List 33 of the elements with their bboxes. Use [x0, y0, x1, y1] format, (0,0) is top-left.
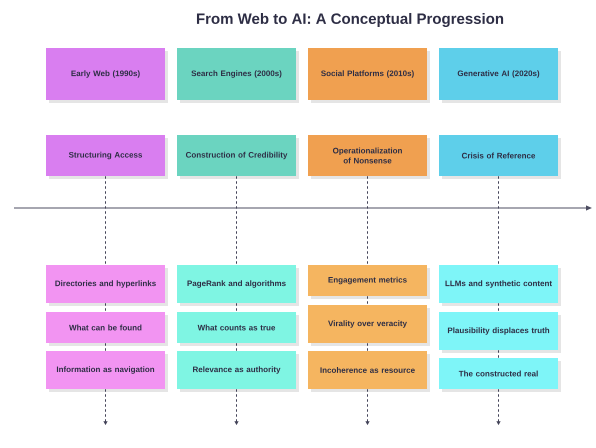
- item-box: LLMs and synthetic content: [439, 265, 561, 306]
- connector: [236, 302, 237, 312]
- item-box: Relevance as authority: [177, 351, 299, 392]
- connector: [236, 176, 237, 266]
- item-box: Incoherence as resource: [308, 351, 430, 392]
- title: From Web to AI: A Conceptual Progression: [196, 12, 504, 28]
- item-box: PageRank and algorithms: [177, 265, 299, 306]
- era-box: Social Platforms (2010s): [308, 48, 430, 103]
- era-box: Search Engines (2000s): [177, 48, 299, 103]
- theme-box: Construction of Credibility: [177, 135, 299, 179]
- connector: [236, 342, 237, 352]
- connector: [105, 342, 106, 352]
- item-box: Engagement metrics: [308, 265, 430, 299]
- connector: [105, 302, 106, 312]
- connector: [498, 176, 499, 266]
- era-box: Generative AI (2020s): [439, 48, 561, 103]
- connector: [367, 296, 368, 306]
- era-box: Early Web (1990s): [46, 48, 168, 103]
- item-box: Virality over veracity: [308, 305, 430, 346]
- theme-box: Structuring Access: [46, 135, 168, 179]
- item-box: What counts as true: [177, 312, 299, 346]
- item-box: What can be found: [46, 312, 168, 346]
- connector: [367, 342, 368, 352]
- item-box: The constructed real: [439, 358, 561, 392]
- theme-box: Operationalization of Nonsense: [308, 135, 430, 179]
- connector: [498, 350, 499, 358]
- item-box: Directories and hyperlinks: [46, 265, 168, 306]
- connector: [105, 176, 106, 266]
- item-box: Plausibility displaces truth: [439, 312, 561, 353]
- item-box: Information as navigation: [46, 351, 168, 392]
- connector: [367, 176, 368, 266]
- theme-box: Crisis of Reference: [439, 135, 561, 179]
- connector: [498, 302, 499, 312]
